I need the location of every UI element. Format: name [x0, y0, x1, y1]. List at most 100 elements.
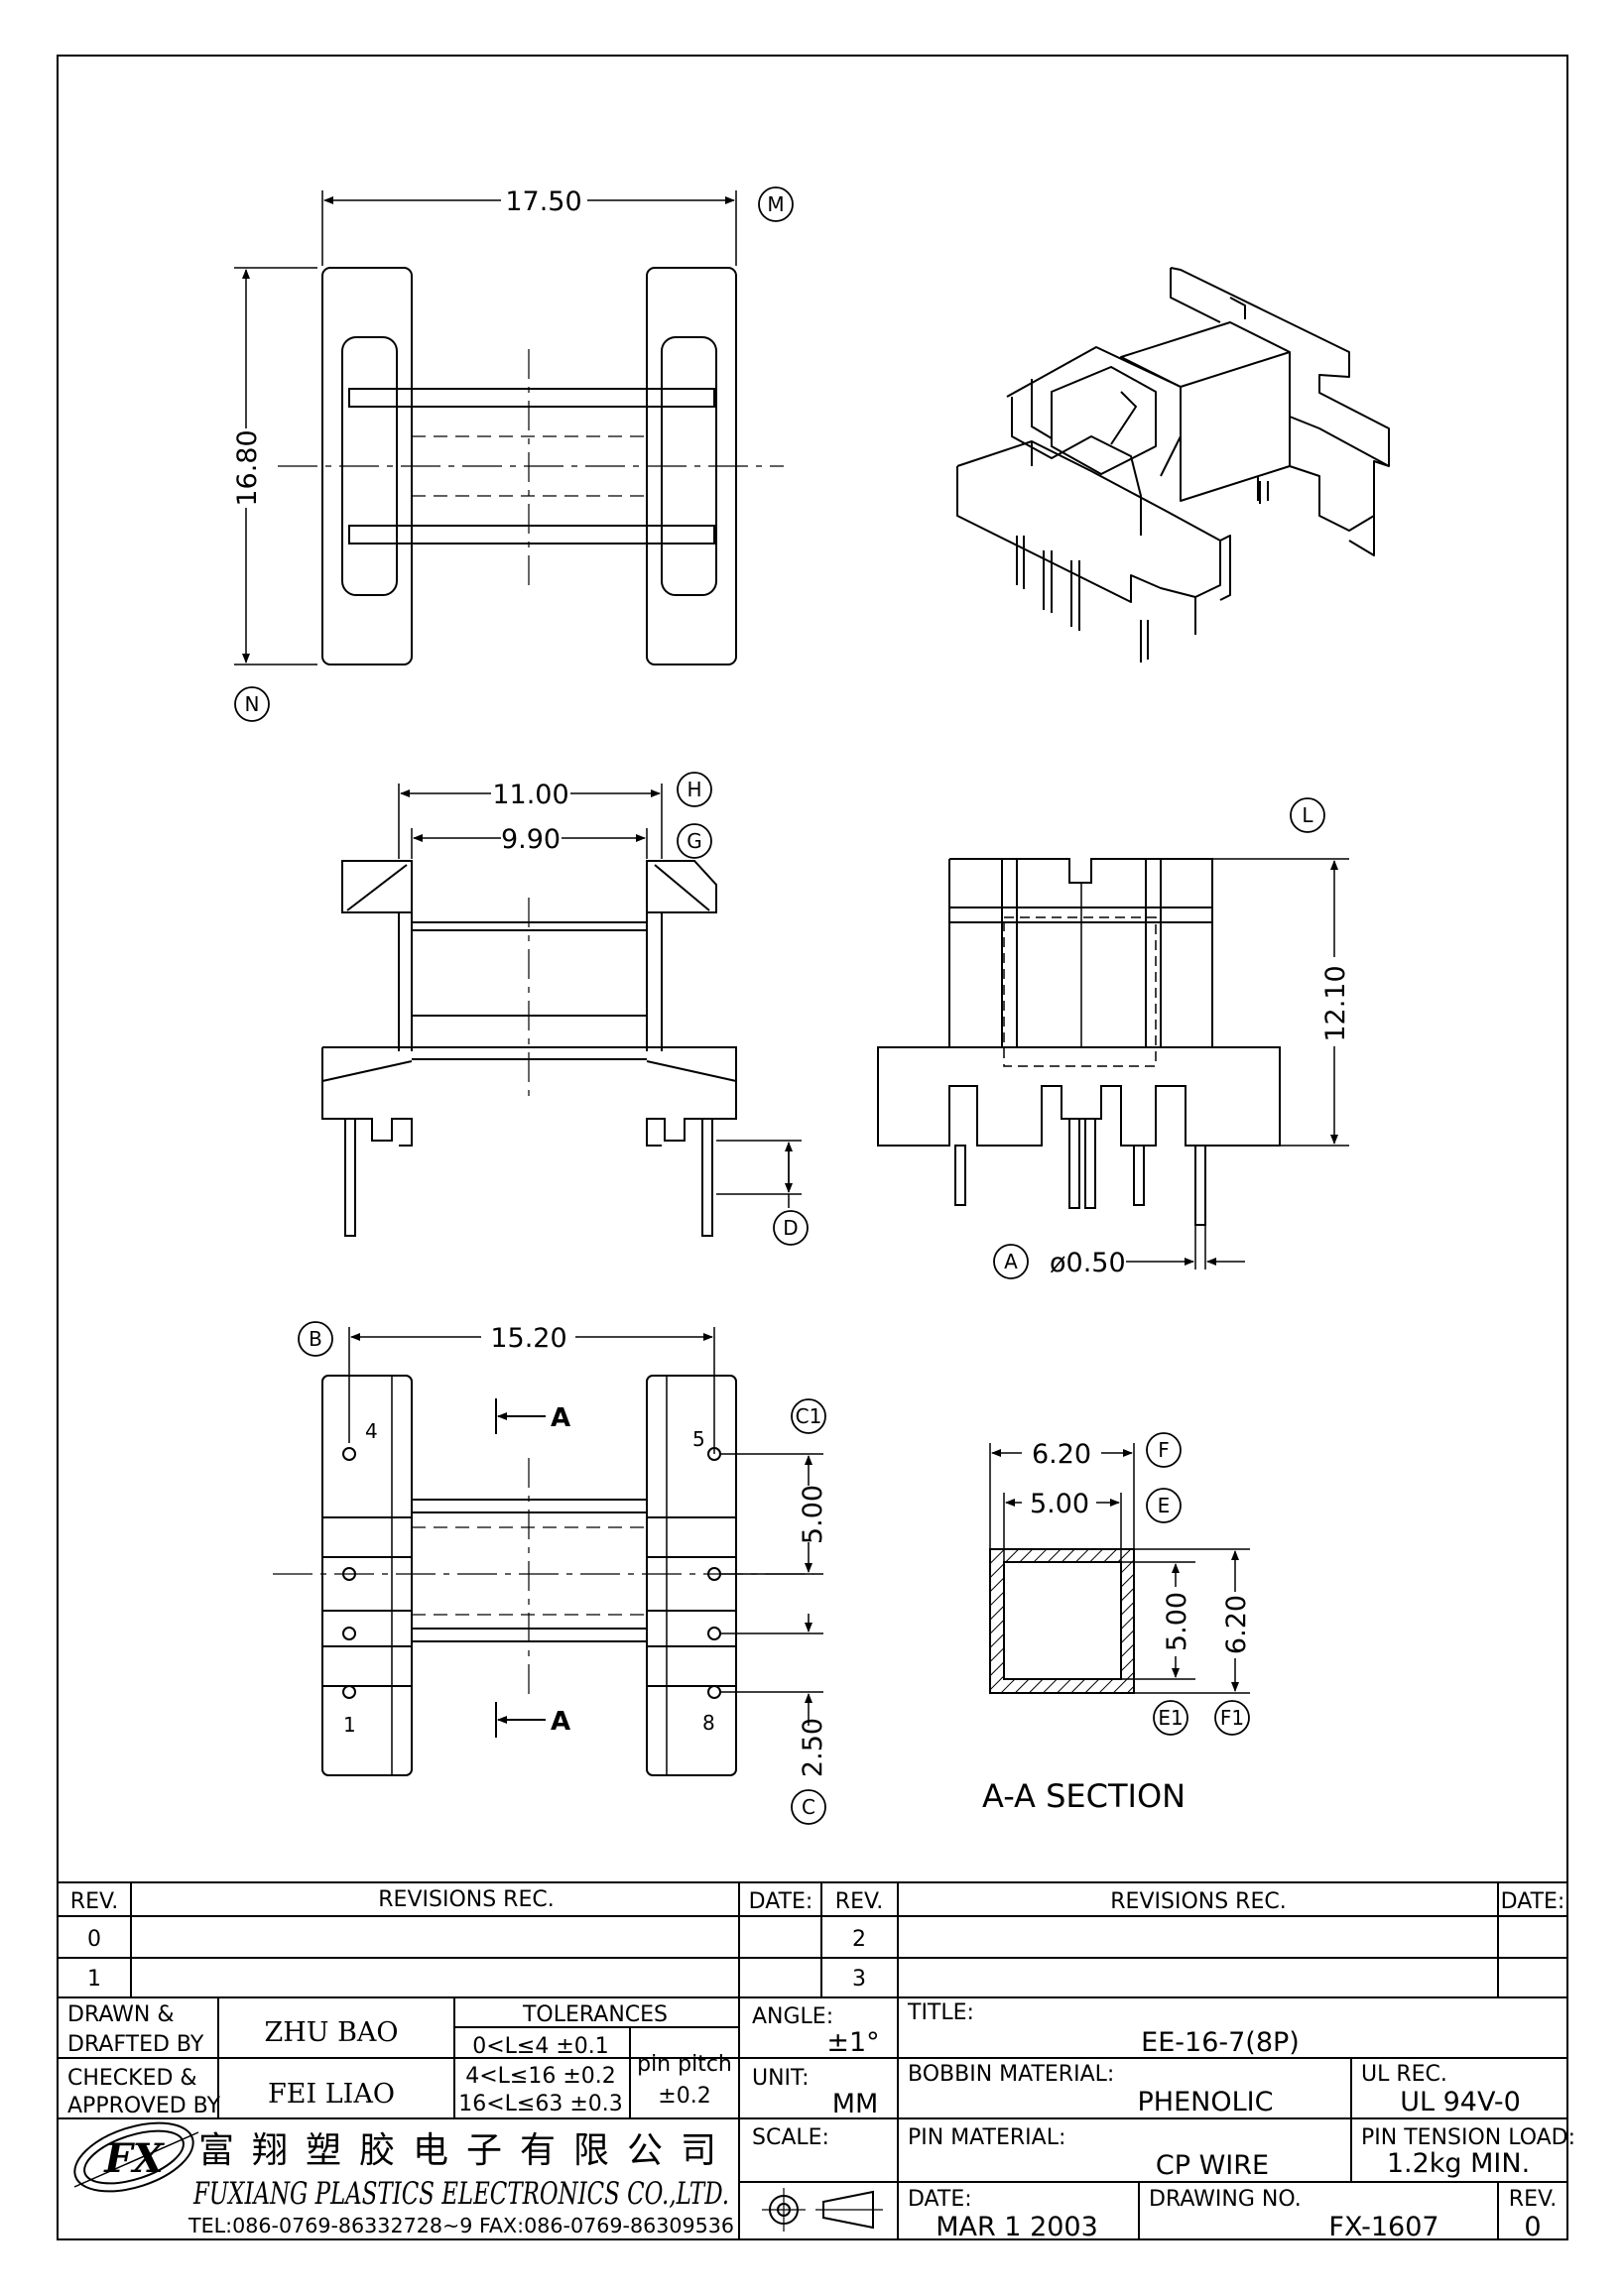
- rev-3: 3: [852, 1967, 866, 1992]
- top-view: [234, 190, 784, 665]
- unit-label: UNIT:: [752, 2066, 809, 2091]
- tolerance-row-3: 16<L≤63 ±0.3: [458, 2092, 623, 2116]
- dim-bottom-width: 15.20: [490, 1323, 566, 1354]
- bottom-view: [273, 1327, 823, 1776]
- scale-label: SCALE:: [752, 2125, 829, 2150]
- ref-bubble-e: E: [1146, 1488, 1182, 1523]
- pin-tension-value: 1.2kg MIN.: [1387, 2148, 1530, 2179]
- projection-symbol-icon: [762, 2188, 883, 2232]
- date-value: MAR 1 2003: [936, 2212, 1098, 2242]
- pin-number-4: 4: [365, 1419, 378, 1443]
- isometric-view: [956, 267, 1390, 663]
- section-mark-top: A: [551, 1403, 570, 1433]
- ref-bubble-c: C: [791, 1789, 826, 1825]
- bobbin-material-value: PHENOLIC: [1138, 2087, 1274, 2117]
- date-label: DATE:: [908, 2187, 972, 2212]
- ref-bubble-h: H: [677, 772, 712, 807]
- dim-front-height: 12.10: [1320, 965, 1351, 1041]
- rev-header-right: REV.: [835, 1889, 883, 1914]
- unit-value: MM: [832, 2089, 879, 2119]
- svg-text:L: L: [1302, 803, 1313, 827]
- dim-section-outer-height: 6.20: [1221, 1595, 1252, 1654]
- revisions-header-left: REVISIONS REC.: [378, 1887, 554, 1912]
- checked-label-2: APPROVED BY: [67, 2094, 221, 2118]
- checked-label-1: CHECKED &: [67, 2066, 197, 2091]
- pin-pitch-label: pin pitch: [637, 2052, 732, 2077]
- ref-bubble-f1: F1: [1214, 1700, 1250, 1736]
- pin-number-8: 8: [702, 1711, 715, 1735]
- drawn-label-2: DRAFTED BY: [67, 2032, 204, 2057]
- pin-material-value: CP WIRE: [1156, 2150, 1269, 2181]
- svg-text:A: A: [1004, 1250, 1018, 1273]
- tolerance-row-2: 4<L≤16 ±0.2: [465, 2064, 616, 2089]
- drawn-by: ZHU BAO: [264, 2017, 398, 2048]
- revisions-header-right: REVISIONS REC.: [1110, 1889, 1286, 1914]
- dim-section-outer-width: 6.20: [1032, 1439, 1091, 1470]
- ref-bubble-d: D: [773, 1210, 809, 1246]
- rev-0: 0: [87, 1927, 101, 1952]
- bobbin-material-label: BOBBIN MATERIAL:: [908, 2062, 1114, 2087]
- ref-bubble-m: M: [758, 186, 794, 222]
- rev-value: 0: [1524, 2212, 1541, 2242]
- front-view: [877, 858, 1349, 1269]
- rev-label: REV.: [1509, 2187, 1557, 2212]
- dim-section-inner-width: 5.00: [1030, 1489, 1089, 1519]
- dim-pitch: 2.50: [798, 1718, 828, 1777]
- company-name-chinese: 富翔塑胶电子有限公司: [198, 2130, 734, 2171]
- tolerance-row-1: 0<L≤4 ±0.1: [472, 2034, 609, 2059]
- ref-bubble-e1: E1: [1153, 1700, 1188, 1736]
- angle-label: ANGLE:: [752, 2004, 833, 2029]
- ref-bubble-c1: C1: [791, 1398, 826, 1434]
- company-logo-text: FX: [103, 2135, 165, 2182]
- rev-header-left: REV.: [70, 1889, 118, 1914]
- side-view: [321, 784, 802, 1237]
- section-label: A-A SECTION: [982, 1777, 1186, 1815]
- drawn-label-1: DRAWN &: [67, 2002, 175, 2027]
- title-label: TITLE:: [907, 2000, 974, 2025]
- pin-number-5: 5: [692, 1427, 705, 1451]
- drawing-no-value: FX-1607: [1328, 2212, 1438, 2242]
- company-logo-icon: [73, 2121, 199, 2193]
- svg-text:E1: E1: [1158, 1706, 1183, 1730]
- ref-bubble-b: B: [298, 1321, 333, 1357]
- title-value: EE-16-7(8P): [1141, 2027, 1300, 2058]
- company-contact: TEL:086-0769-86332728~9 FAX:086-0769-863…: [187, 2214, 734, 2237]
- pin-pitch-tolerance: ±0.2: [658, 2084, 710, 2109]
- ul-rec-value: UL 94V-0: [1400, 2087, 1521, 2117]
- sheet-border: [57, 55, 1568, 2240]
- pin-material-label: PIN MATERIAL:: [908, 2125, 1065, 2150]
- svg-text:N: N: [245, 692, 260, 716]
- date-header-left: DATE:: [749, 1889, 813, 1914]
- dim-top-height: 16.80: [232, 429, 263, 506]
- ul-rec-label: UL REC.: [1361, 2062, 1447, 2087]
- rev-2: 2: [852, 1927, 866, 1952]
- dim-top-width: 17.50: [505, 186, 581, 217]
- dim-section-inner-height: 5.00: [1162, 1592, 1192, 1651]
- svg-text:C1: C1: [796, 1404, 822, 1428]
- svg-text:F: F: [1158, 1438, 1170, 1462]
- svg-text:H: H: [687, 778, 701, 801]
- company-name-english: FUXIANG PLASTICS ELECTRONICS CO.,LTD.: [192, 2176, 729, 2212]
- rev-1: 1: [87, 1967, 101, 1992]
- ref-bubble-n: N: [234, 686, 270, 722]
- svg-text:G: G: [687, 829, 702, 853]
- svg-text:E: E: [1158, 1494, 1171, 1517]
- dim-side-inner: 9.90: [501, 824, 561, 855]
- title-block-grid: [58, 1881, 1567, 2239]
- ref-bubble-g: G: [677, 823, 712, 859]
- svg-text:F1: F1: [1220, 1706, 1244, 1730]
- ref-bubble-a: A: [993, 1244, 1029, 1279]
- ref-bubble-l: L: [1290, 797, 1325, 833]
- svg-text:B: B: [309, 1327, 322, 1351]
- ref-bubble-f: F: [1146, 1432, 1182, 1468]
- tolerances-label: TOLERANCES: [522, 2002, 668, 2027]
- date-header-right: DATE:: [1501, 1889, 1565, 1914]
- dim-pitch-row: 5.00: [798, 1485, 828, 1544]
- svg-text:M: M: [767, 192, 784, 216]
- svg-text:C: C: [802, 1795, 815, 1819]
- svg-text:D: D: [783, 1216, 798, 1240]
- pin-tension-label: PIN TENSION LOAD:: [1361, 2125, 1575, 2150]
- drawing-no-label: DRAWING NO.: [1149, 2187, 1302, 2212]
- dim-pin-diameter: ø0.50: [1050, 1248, 1126, 1278]
